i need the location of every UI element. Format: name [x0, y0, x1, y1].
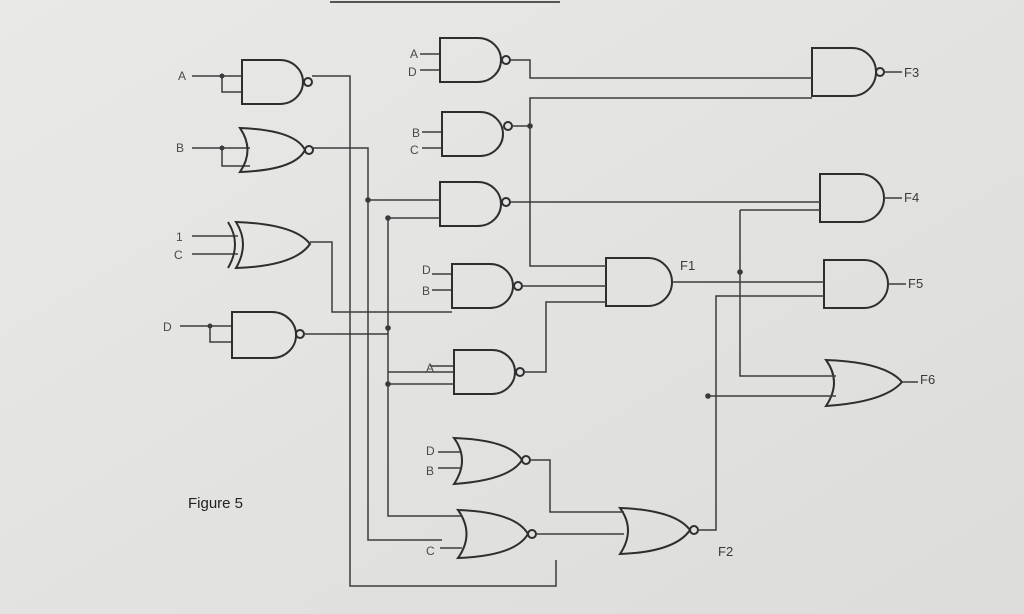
nand-gate-b-c [422, 111, 513, 157]
figure-caption: Figure 5 [188, 495, 243, 512]
nand-gate-input-a [192, 59, 313, 105]
input-label-1: 1 [176, 230, 183, 244]
gate-input-label-d: D [408, 65, 417, 79]
or-gate-f6 [823, 358, 918, 408]
output-label-f2: F2 [718, 544, 733, 559]
input-label-b: B [176, 141, 184, 155]
nand-gate-f3 [811, 47, 902, 97]
gate-input-label-d3: D [426, 444, 435, 458]
input-label-d: D [163, 320, 172, 334]
gate-input-label-d2: D [422, 263, 431, 277]
input-label-c: C [174, 248, 183, 262]
gate-input-label-b3: B [426, 464, 434, 478]
gate-input-label-c: C [410, 143, 419, 157]
and-gate-f1 [605, 257, 673, 307]
nand-gate-input-d [180, 311, 305, 359]
output-label-f4: F4 [904, 190, 919, 205]
circuit-wires [304, 59, 836, 587]
nor-gate-input-b [192, 126, 314, 174]
gate-input-label-a: A [410, 47, 418, 61]
and-gate-f5 [823, 259, 906, 309]
gate-input-label-c2: C [426, 544, 435, 558]
and-gate-f4 [819, 173, 902, 223]
gate-input-label-b: B [412, 126, 420, 140]
output-label-f1: F1 [680, 258, 695, 273]
nand-gate-d-b [432, 263, 523, 309]
output-label-f6: F6 [920, 372, 935, 387]
gate-input-label-b2: B [422, 284, 430, 298]
xor-gate-1-c [192, 220, 312, 270]
input-label-a: A [178, 69, 186, 83]
output-label-f3: F3 [904, 65, 919, 80]
output-label-f5: F5 [908, 276, 923, 291]
gate-input-label-a2: A [426, 361, 434, 375]
